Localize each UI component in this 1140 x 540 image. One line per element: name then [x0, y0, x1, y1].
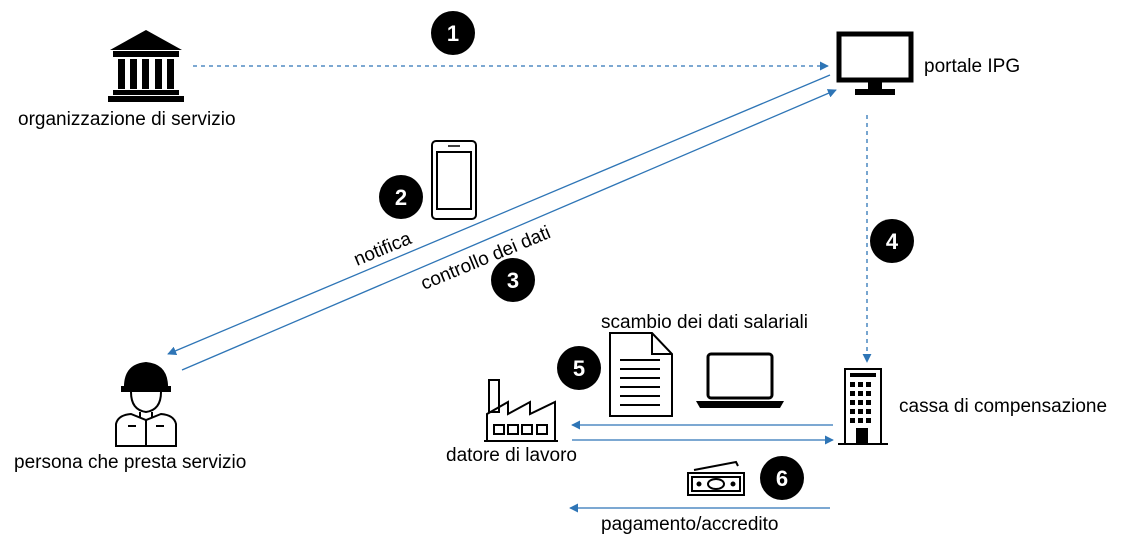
office-building-icon	[838, 368, 888, 445]
money-icon	[687, 460, 745, 496]
notification-label: notifica	[351, 228, 415, 271]
employer-label: datore di lavoro	[446, 445, 577, 466]
person-label: persona che presta servizio	[14, 452, 246, 473]
fund-label: cassa di compensazione	[899, 396, 1107, 417]
arrow-portal-to-person	[167, 74, 831, 356]
step-badge-4: 4	[870, 219, 914, 263]
step-badge-2: 2	[379, 175, 423, 219]
step-badge-3: 3	[491, 258, 535, 302]
portal-label: portale IPG	[924, 56, 1020, 77]
organization-label: organizzazione di servizio	[18, 109, 236, 130]
svg-text:6: 6	[776, 466, 788, 491]
soldier-icon	[115, 361, 177, 447]
svg-text:1: 1	[447, 21, 459, 46]
monitor-icon	[836, 31, 914, 95]
step-badge-5: 5	[557, 346, 601, 390]
payment-label: pagamento/accredito	[601, 514, 778, 535]
svg-text:4: 4	[886, 229, 899, 254]
laptop-icon	[696, 352, 784, 408]
svg-text:2: 2	[395, 185, 407, 210]
arrow-person-to-portal	[181, 89, 837, 371]
smartphone-icon	[431, 140, 477, 220]
institution-icon	[108, 30, 184, 102]
svg-text:5: 5	[573, 356, 585, 381]
svg-text:3: 3	[507, 268, 519, 293]
document-icon	[609, 332, 673, 417]
step-badge-1: 1	[431, 11, 475, 55]
factory-icon	[484, 379, 558, 442]
salary-exchange-label: scambio dei dati salariali	[601, 312, 808, 333]
step-badge-6: 6	[760, 456, 804, 500]
